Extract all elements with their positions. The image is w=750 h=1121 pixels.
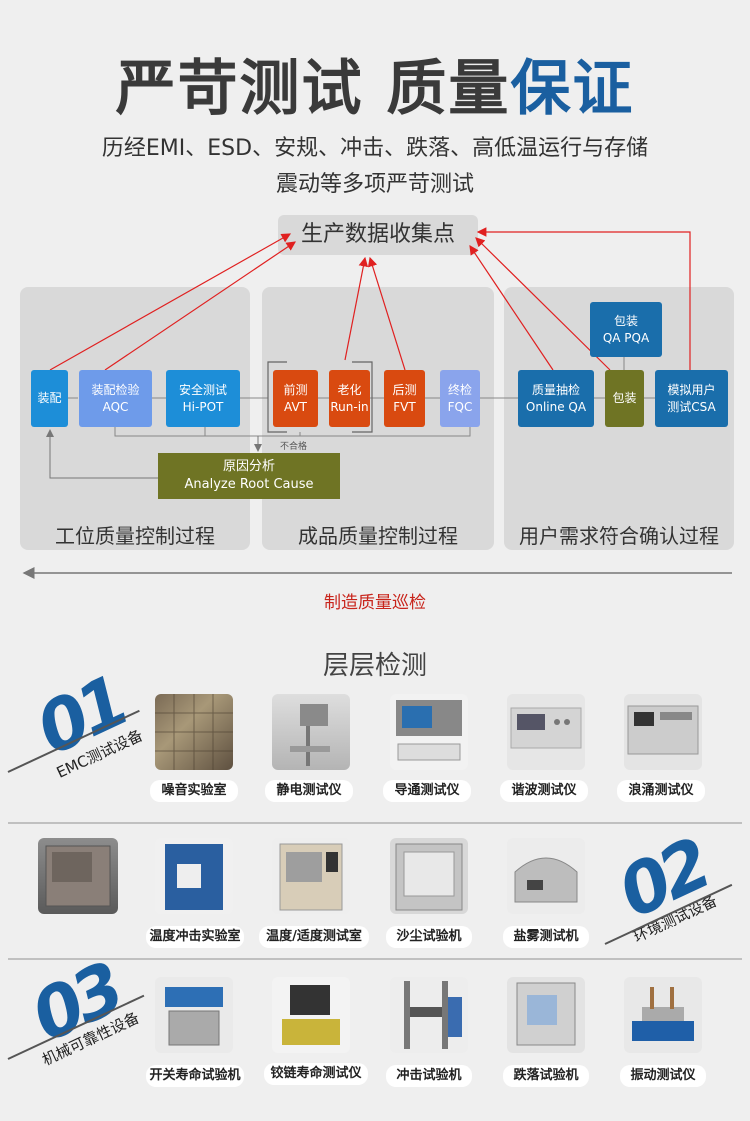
node-assembly: 装配: [31, 370, 68, 427]
node-pack: 包装: [605, 370, 644, 427]
equipment-photo-impact-tester: [390, 977, 468, 1053]
equipment-caption: 铰链寿命测试仪: [264, 1063, 368, 1085]
equipment-caption: 温度冲击实验室: [146, 926, 244, 948]
panel-label-user: 用户需求符合确认过程: [519, 524, 719, 548]
row-divider: [8, 958, 742, 960]
equipment-caption: 温度/适度测试室: [259, 926, 369, 948]
equipment-photo-salt-spray: [507, 838, 585, 914]
equipment-photo-esd-tester: [272, 694, 350, 770]
patrol-label: 制造质量巡检: [324, 593, 426, 613]
equipment-photo-chamber: [38, 838, 118, 914]
equipment-photo-noise-lab: [155, 694, 233, 770]
subtitle-line2: 震动等多项严苛测试: [275, 172, 474, 197]
row-divider: [8, 822, 742, 824]
title-highlight: 保证: [510, 54, 635, 124]
group-badge-mechanical: 03 机械可靠性设备: [7, 948, 158, 1072]
equipment-photo-switch-life: [155, 977, 233, 1053]
equipment-caption: 导通测试仪: [383, 780, 471, 802]
equipment-caption: 浪涌测试仪: [617, 780, 705, 802]
page-title: 严苛测试 质量保证: [115, 54, 635, 124]
equipment-photo-vibration-tester: [624, 977, 702, 1053]
equipment-caption: 振动测试仪: [620, 1065, 706, 1087]
equipment-caption: 噪音实验室: [150, 780, 238, 802]
equipment-photo-hinge-life: [272, 977, 350, 1053]
section-title: 层层检测: [322, 651, 427, 681]
equipment-caption: 盐雾测试机: [503, 926, 589, 948]
data-collection-point: 生产数据收集点: [278, 215, 478, 255]
equipment-caption: 谐波测试仪: [500, 780, 588, 802]
unqualified-label: 不合格: [280, 442, 308, 452]
equipment-photo-surge-tester: [624, 694, 702, 770]
group-badge-environment: 02 环境测试设备: [600, 824, 745, 953]
panel-label-station: 工位质量控制过程: [55, 524, 215, 548]
equipment-photo-harmonic-tester: [507, 694, 585, 770]
equipment-caption: 沙尘试验机: [386, 926, 472, 948]
equipment-photo-dust-chamber: [390, 838, 468, 914]
equipment-caption: 跌落试验机: [503, 1065, 589, 1087]
equipment-photo-humidity-chamber: [272, 838, 350, 914]
equipment-caption: 开关寿命试验机: [146, 1065, 244, 1087]
subtitle-line1: 历经EMI、ESD、安规、冲击、跌落、高低温运行与存储: [101, 136, 649, 161]
node-csa: 模拟用户测试CSA: [655, 370, 728, 427]
equipment-caption: 静电测试仪: [265, 780, 353, 802]
flow-connectors: [22, 227, 732, 579]
equipment-photo-drop-tester: [507, 977, 585, 1053]
equipment-photo-continuity-tester: [390, 694, 468, 770]
equipment-caption: 冲击试验机: [386, 1065, 472, 1087]
equipment-photo-thermal-shock: [155, 838, 233, 914]
group-badge-emc: 01 EMC测试设备: [7, 661, 158, 785]
panel-label-product: 成品质量控制过程: [298, 524, 458, 548]
